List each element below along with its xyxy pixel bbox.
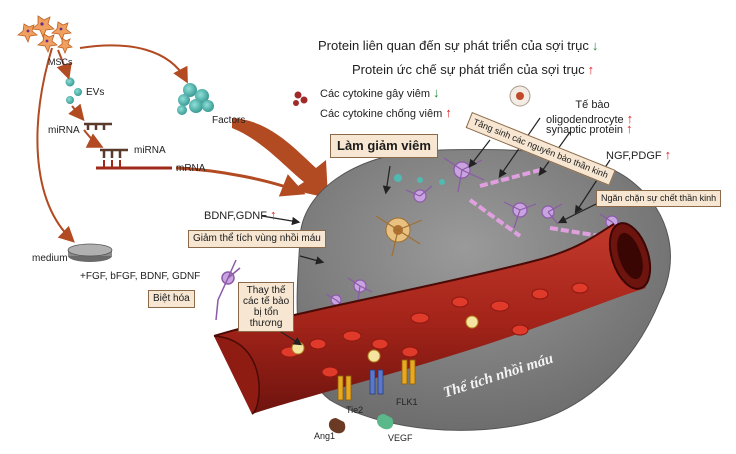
mirna-glyph-left xyxy=(84,122,112,130)
label-bdnf-gdnf-text: BDNF,GDNF xyxy=(204,210,267,222)
label-cytokine-anti: Các cytokine chống viêm↑ xyxy=(320,106,452,121)
label-mirna-left: miRNA xyxy=(48,125,80,136)
differentiating-neuron xyxy=(215,259,241,321)
down-arrow-icon: ↓ xyxy=(591,38,599,53)
ang1-ligand xyxy=(328,418,346,434)
label-ngf-pdgf: NGF,PDGF↑ xyxy=(606,148,671,163)
vessel-lumen xyxy=(617,232,643,280)
label-tie2: Tie2 xyxy=(346,405,364,415)
label-mrna: mRNA xyxy=(176,163,206,174)
box-differentiation: Biệt hóa xyxy=(148,290,195,308)
oligodendrocyte-cell xyxy=(375,215,423,257)
up-arrow-icon: ↑ xyxy=(445,105,452,120)
label-synaptic-protein: synaptic protein↑ xyxy=(546,122,633,137)
label-cytokine-inflammatory-text: Các cytokine gây viêm xyxy=(320,88,431,100)
msc-cells xyxy=(17,15,73,55)
label-protein-axon-inhibit: Protein ức chế sự phát triển của sợi trụ… xyxy=(352,62,594,78)
label-flk1: FLK1 xyxy=(396,397,418,407)
vegf-ligand xyxy=(376,414,394,430)
label-cytokine-anti-text: Các cytokine chống viêm xyxy=(320,108,443,120)
label-medium: medium xyxy=(32,253,68,264)
axon-fibers xyxy=(468,168,601,238)
box-reduce-infarct: Giảm thể tích vùng nhồi máu xyxy=(188,230,326,248)
teal-dots xyxy=(394,174,445,185)
ev-vesicles xyxy=(65,77,82,104)
label-oligodendrocyte: Tế bào oligodendrocyte↑ xyxy=(546,86,633,127)
label-bdnf-gdnf: BDNF,GDNF↑ xyxy=(204,208,276,223)
box-reduce-inflammation: Làm giảm viêm xyxy=(330,134,438,158)
factor-spheres xyxy=(177,83,214,115)
pathway-arrows xyxy=(36,44,188,243)
vessel-front-wall xyxy=(213,335,260,415)
mrna-arrow xyxy=(175,166,306,197)
cytokine-dots xyxy=(293,91,308,106)
blood-vessel xyxy=(214,224,646,414)
up-arrow-icon: ↑ xyxy=(626,121,633,136)
label-mscs: MSCs xyxy=(48,57,73,67)
oligodendrocyte-icon xyxy=(509,85,531,107)
up-arrow-icon: ↑ xyxy=(626,111,634,126)
label-factors: Factors xyxy=(212,115,246,126)
label-ngf-pdgf-text: NGF,PDGF xyxy=(606,150,662,162)
box-replace-cells: Thay thế các tế bào bị tổn thương xyxy=(238,282,295,332)
receptors xyxy=(337,359,416,401)
label-evs: EVs xyxy=(86,87,105,98)
up-arrow-icon: ↑ xyxy=(664,147,672,162)
down-arrow-icon: ↓ xyxy=(433,85,440,100)
medium-dish xyxy=(67,243,113,262)
label-protein-axon-growth: Protein liên quan đến sự phát triển của … xyxy=(318,38,598,54)
label-synaptic-protein-text: synaptic protein xyxy=(546,124,624,136)
label-growth-factors: +FGF, bFGF, BDNF, GDNF xyxy=(80,271,201,282)
label-oligodendrocyte-text: Tế bào oligodendrocyte xyxy=(546,99,624,126)
label-cytokine-inflammatory: Các cytokine gây viêm↓ xyxy=(320,86,440,101)
mirna-mrna-glyph xyxy=(96,148,172,170)
label-ang1: Ang1 xyxy=(314,431,336,441)
up-arrow-icon: ↑ xyxy=(587,62,595,77)
box-prevent-death: Ngăn chặn sự chết thần kinh xyxy=(596,190,722,207)
label-vegf: VEGF xyxy=(388,433,413,443)
label-protein-axon-growth-text: Protein liên quan đến sự phát triển của … xyxy=(318,38,589,53)
up-arrow-icon: ↑ xyxy=(269,207,277,222)
label-protein-axon-inhibit-text: Protein ức chế sự phát triển của sợi trụ… xyxy=(352,62,585,77)
label-mirna-mid: miRNA xyxy=(134,145,166,156)
